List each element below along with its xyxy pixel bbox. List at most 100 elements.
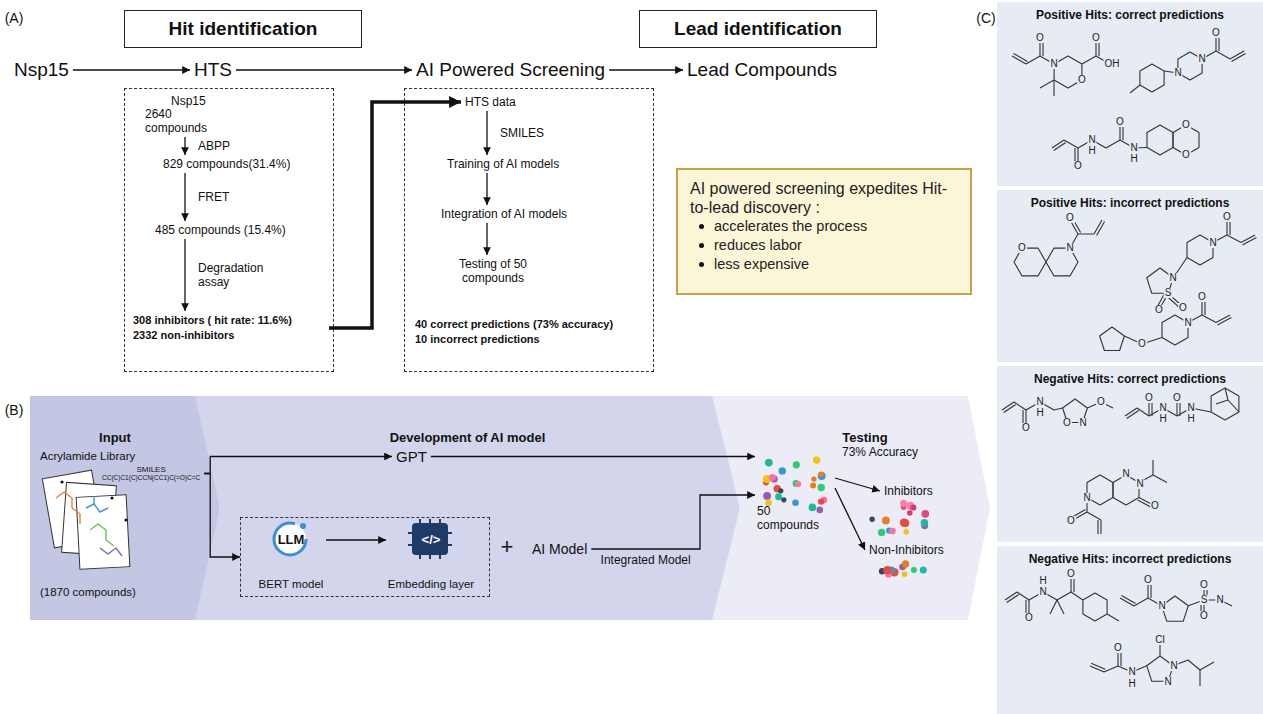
- flow-step: Nsp15: [10, 58, 73, 82]
- atom-label: O: [1066, 516, 1076, 526]
- node-text: HTS data: [465, 95, 516, 109]
- atom-label: N: [1183, 318, 1192, 328]
- node-text: Integration of AI models: [441, 207, 567, 221]
- atom-label: O: [1062, 418, 1072, 428]
- flow-step: AI Powered Screening: [412, 58, 609, 82]
- atom-label: N: [1038, 587, 1047, 597]
- arrow: [486, 223, 487, 255]
- chevron-fill: [712, 396, 990, 620]
- atom-label: H: [1158, 414, 1167, 424]
- atom-label: N: [1127, 667, 1136, 677]
- arrow: [236, 69, 412, 70]
- node-text: Development of AI model: [220, 430, 715, 445]
- atom-label: N: [1082, 493, 1091, 503]
- atom-label: O: [1222, 212, 1232, 222]
- atom-label: O: [1144, 393, 1154, 403]
- node-text: Negative Hits: incorrect predictions: [997, 552, 1263, 566]
- panel-letter: (A): [5, 10, 24, 26]
- result-step: 40 correct predictions (73% accuracy)10 …: [413, 315, 649, 349]
- chevron-panel: Testing50 compoundsInhibitorsNon-Inhibit…: [712, 396, 990, 620]
- atom-label: O: [1150, 501, 1160, 511]
- atom-label: O: [1143, 575, 1153, 585]
- node-text: 40 correct predictions (73% accuracy): [415, 317, 647, 332]
- node-text: Hit identification: [169, 18, 318, 40]
- node-subtext: reduces labor: [690, 236, 958, 255]
- node-text: 308 inhibitors ( hit rate: 11.6%): [133, 313, 327, 328]
- node-text: Non-Inhibitors: [869, 543, 944, 557]
- model-step: AI Model: [528, 539, 591, 559]
- atom-label: O: [1073, 161, 1083, 171]
- process-step: 485 compounds (15.4%): [151, 221, 290, 239]
- atom-label: N: [1197, 54, 1206, 64]
- atom-label: O: [1199, 580, 1209, 590]
- atom-label: N: [1065, 243, 1074, 253]
- atom-label: N: [1135, 479, 1144, 489]
- node-text: Input: [30, 430, 200, 445]
- chevron-fill: [30, 396, 220, 620]
- arrow: [184, 239, 185, 311]
- process-step: 2640 compounds: [141, 105, 217, 137]
- arrow: [486, 173, 487, 205]
- node-text: Acrylamide Library: [40, 449, 146, 463]
- atom-label: O: [1035, 33, 1045, 43]
- process-step: 829 compounds(31.4%): [159, 155, 294, 173]
- atom-label: O: [1065, 213, 1075, 223]
- node-subtext: (1870 compounds): [40, 585, 146, 599]
- atom-label: O: [1181, 120, 1191, 130]
- node-text: AI Powered Screening: [416, 59, 605, 81]
- atom-label: O: [1137, 339, 1147, 349]
- process-step: Testing of 50 compounds: [445, 255, 541, 287]
- node-subtext: CC(C)C1(C)CCN(CC1)C(=O)C=C: [102, 474, 200, 482]
- atom-label: O: [1211, 28, 1221, 38]
- note-box: AI powered screening expedites Hit-to-le…: [676, 168, 972, 295]
- atom-label: N: [1169, 661, 1178, 671]
- edge-label: Integrated Model: [599, 553, 693, 567]
- atom-label: N: [1208, 238, 1217, 248]
- compound-set: 50 compounds: [755, 448, 835, 534]
- dashed-group: Nsp152640 compounds 829 compounds(31.4%) 4…: [124, 88, 334, 372]
- node-text: Testing of 50 compounds: [449, 257, 537, 285]
- atom-label: O: [1024, 613, 1034, 623]
- node-text: Training of AI models: [447, 157, 559, 171]
- process-step: HTS data: [461, 93, 520, 111]
- atom-label: N: [1157, 601, 1166, 611]
- edge-label: FRET: [196, 190, 231, 204]
- atom-label: N: [1129, 143, 1138, 153]
- node-text: Negative Hits: correct predictions: [997, 372, 1263, 386]
- edge-label: ABPP: [196, 139, 232, 153]
- atom-label: S: [1200, 595, 1209, 605]
- atom-label: O: [1091, 33, 1101, 43]
- atom-label: Cl: [1154, 635, 1165, 645]
- arrow: [184, 137, 185, 155]
- smiles-input: SMILESCC(C)C1(C)CCN(CC1)C(=O)C=C: [98, 464, 204, 483]
- atom-label: O: [1154, 305, 1164, 315]
- library-documents: [42, 468, 142, 580]
- atom-label: O: [1115, 117, 1125, 127]
- atom-label: H: [1129, 154, 1138, 164]
- arrow: [73, 69, 190, 70]
- atom-label: N: [1087, 135, 1096, 145]
- node-text: Lead Compounds: [687, 59, 837, 81]
- atom-label: N: [1035, 397, 1044, 407]
- node-subtext: 2332 non-inhibitors: [133, 328, 327, 343]
- atom-label: N: [1049, 59, 1058, 69]
- chevron-panel: Development of AI modelGPTLLMBERT model<…: [195, 396, 740, 620]
- atom-label: S: [1164, 288, 1173, 298]
- atom-label: O: [1113, 643, 1123, 653]
- atom-label: O: [1197, 292, 1207, 302]
- atom-label: N: [1078, 418, 1087, 428]
- node-text: 50 compounds: [757, 504, 833, 532]
- atom-label: O: [1172, 393, 1182, 403]
- annotation: 73% Accuracy: [842, 445, 918, 459]
- node-text: 829 compounds(31.4%): [163, 157, 290, 171]
- node-text: Nsp15: [171, 94, 206, 108]
- atom-label: H: [1038, 576, 1047, 586]
- model-step: GPT: [392, 447, 431, 466]
- atom-label: H: [1087, 146, 1096, 156]
- node-text: Inhibitors: [884, 484, 933, 498]
- example-panel: Negative Hits: correct predictions: [997, 366, 1263, 542]
- node-text: AI Model: [532, 541, 587, 557]
- edge-label: Degradation assay: [196, 261, 275, 289]
- node-text: LLM: [278, 532, 305, 547]
